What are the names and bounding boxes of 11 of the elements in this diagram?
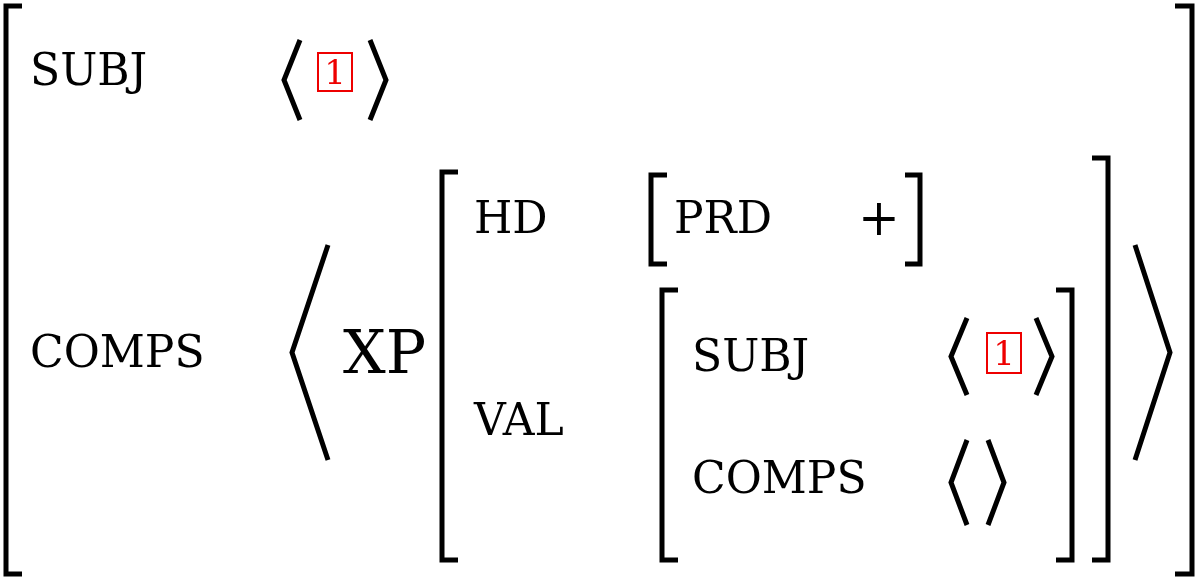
feature-name: HD xyxy=(474,196,548,240)
feature-name: COMPS xyxy=(30,330,205,374)
tag-box: 1 xyxy=(317,52,353,92)
feature-name: PRD xyxy=(674,196,772,240)
type-label: XP xyxy=(343,322,427,382)
feature-name: SUBJ xyxy=(692,334,810,378)
tag-box: 1 xyxy=(986,332,1022,374)
feature-name: COMPS xyxy=(692,456,867,500)
feature-name: VAL xyxy=(474,398,564,442)
value-label: + xyxy=(858,193,900,243)
feature-name: SUBJ xyxy=(30,48,148,92)
